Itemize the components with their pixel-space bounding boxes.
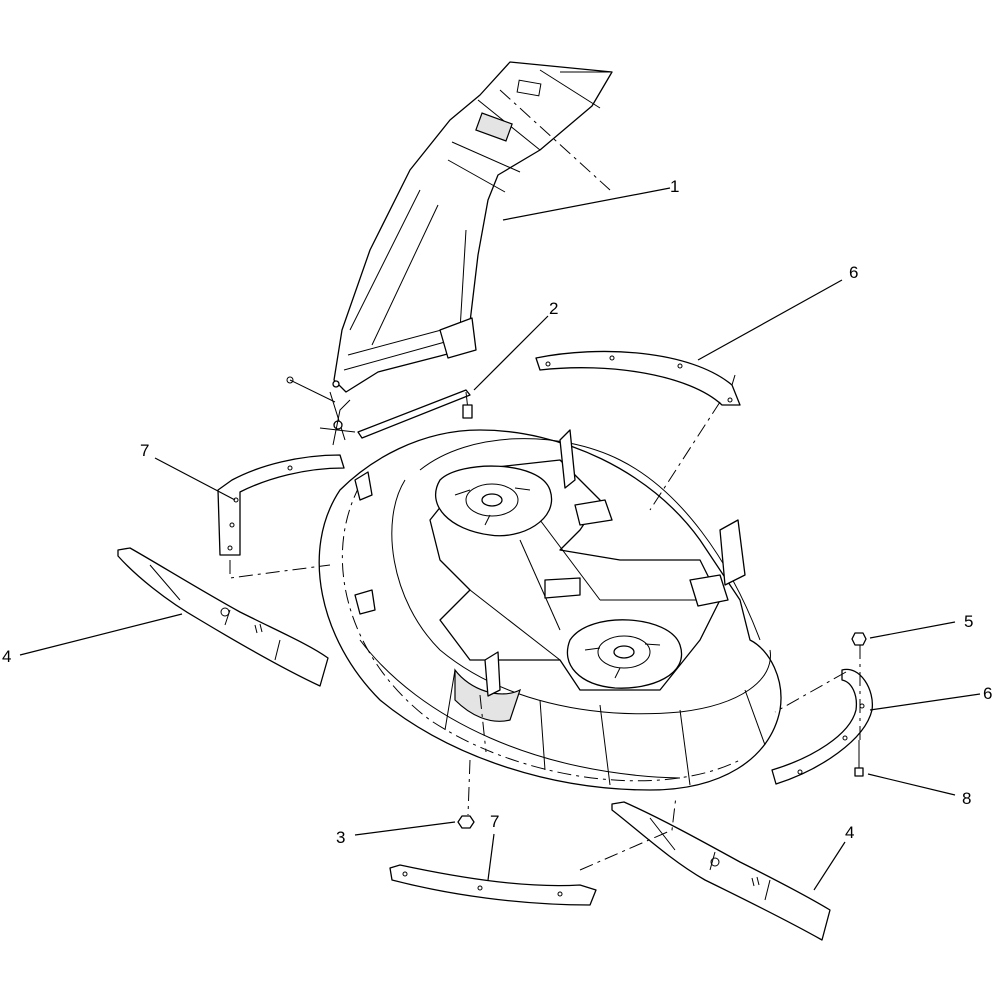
callout-baffle-right: 6 bbox=[983, 684, 992, 703]
callout-blade-left: 4 bbox=[2, 647, 11, 666]
mower-deck bbox=[318, 429, 782, 791]
baffle-left bbox=[217, 454, 345, 556]
callout-bolt-right: 8 bbox=[962, 789, 971, 808]
baffle-right bbox=[771, 668, 874, 785]
callout-baffle-left: 7 bbox=[140, 441, 149, 460]
callout-baffle-bottom: 7 bbox=[490, 812, 499, 831]
nut-lower bbox=[457, 815, 475, 829]
assembly-lines bbox=[229, 89, 861, 871]
callout-baffle-top: 6 bbox=[849, 263, 858, 282]
callout-discharge-chute: 1 bbox=[670, 177, 679, 196]
leader-lines bbox=[19, 187, 981, 891]
callout-chute-rod: 2 bbox=[549, 299, 558, 318]
baffle-bottom bbox=[389, 864, 597, 906]
blade-left bbox=[117, 547, 329, 687]
chute-rod bbox=[357, 389, 473, 439]
baffle-top bbox=[535, 350, 741, 406]
callout-nut-right: 5 bbox=[964, 612, 973, 631]
spindle-upper bbox=[434, 465, 553, 537]
spindle-lower bbox=[566, 619, 683, 689]
nut-right bbox=[851, 632, 867, 646]
callout-blade-right: 4 bbox=[845, 823, 854, 842]
callout-nut-lower: 3 bbox=[336, 828, 345, 847]
bolt-right bbox=[854, 740, 864, 777]
chute-hinge-hardware bbox=[286, 376, 356, 446]
callout-labels: 1 2 3 4 4 5 6 6 7 7 8 bbox=[2, 177, 992, 847]
blade-right bbox=[611, 801, 831, 941]
discharge-chute bbox=[333, 61, 613, 393]
